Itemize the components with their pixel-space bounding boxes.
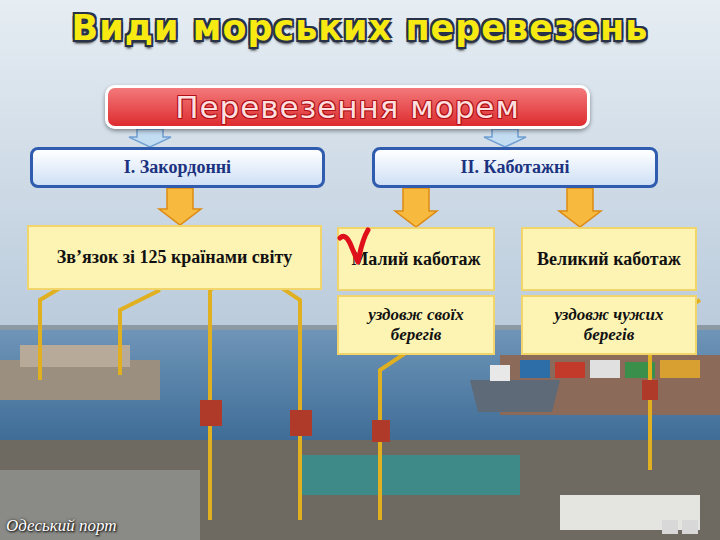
- block-arrow: [159, 188, 201, 225]
- description-box: уздовж чужих берегів: [521, 295, 697, 355]
- node-label: уздовж своїх берегів: [345, 305, 487, 344]
- node-label: Великий каботаж: [537, 247, 681, 271]
- type-box: Малий каботаж: [337, 227, 495, 291]
- block-arrow: [129, 129, 171, 147]
- node-label: І. Закордонні: [124, 157, 231, 178]
- slide-title: Види морських перевезень: [10, 8, 710, 48]
- node-label: Зв’язок зі 125 країнами світу: [57, 245, 292, 269]
- category-box: І. Закордонні: [30, 147, 325, 188]
- node-label: Малий каботаж: [351, 247, 480, 271]
- node-label: уздовж чужих берегів: [529, 305, 689, 344]
- root-box: Перевезення морем: [105, 85, 590, 129]
- block-arrow: [395, 188, 437, 227]
- node-label: ІІ. Каботажні: [461, 157, 570, 178]
- photo-caption: Одеський порт: [6, 516, 116, 536]
- description-box: уздовж своїх берегів: [337, 295, 495, 355]
- block-arrow: [559, 188, 601, 227]
- category-box: ІІ. Каботажні: [372, 147, 658, 188]
- node-label: Перевезення морем: [175, 89, 520, 125]
- block-arrow: [484, 129, 526, 147]
- info-box: Зв’язок зі 125 країнами світу: [27, 225, 322, 290]
- type-box: Великий каботаж: [521, 227, 697, 291]
